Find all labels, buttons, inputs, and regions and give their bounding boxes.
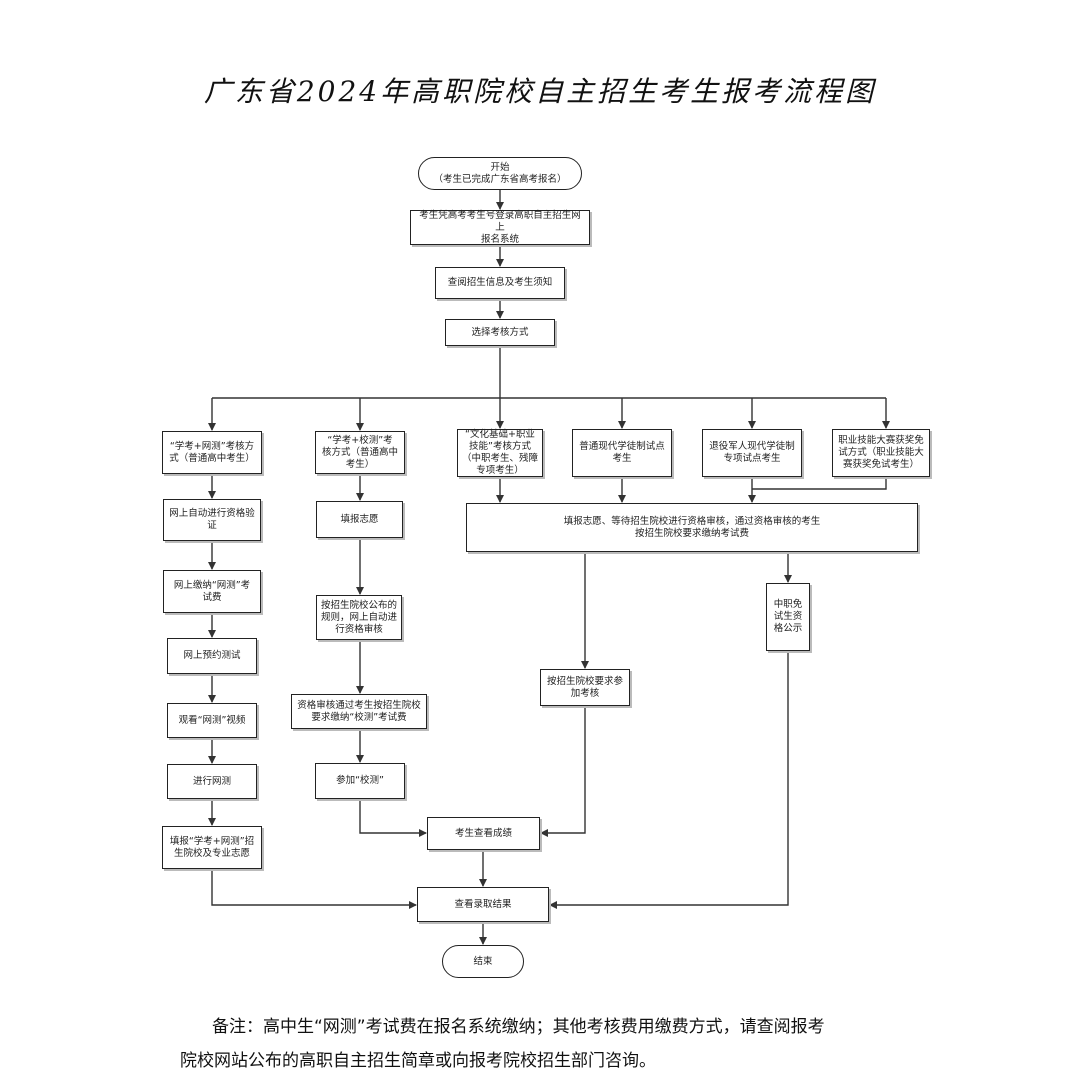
merge-fill-step: 填报志愿、等待招生院校进行资格审核，通过资格审核的考生 按招生院校要求缴纳考试费 [466,503,918,552]
branch1-video: 观看“网测”视频 [167,703,257,738]
choose-method-step: 选择考核方式 [445,319,555,346]
branch1-fill: 填报“学考+网测”招 生院校及专业志愿 [162,826,262,869]
check-score-step: 考生查看成绩 [427,817,540,850]
branch3-method: “文化基础+职业 技能”考核方式 （中职考生、残障 专项考生） [457,429,543,477]
footnote-line1: 备注：高中生“网测”考试费在报名系统缴纳；其他考核费用缴费方式，请查阅报考 [212,1017,825,1037]
branch2-review: 按招生院校公布的 规则，网上自动进 行资格审核 [316,595,402,640]
start-node: 开始 （考生已完成广东省高考报名） [418,157,582,190]
branch1-test: 进行网测 [167,764,257,799]
branch6-method: 职业技能大赛获奖免 试方式（职业技能大 赛获奖免试考生） [832,429,930,477]
branch1-pay: 网上缴纳“网测”考 试费 [163,570,261,613]
branch1-method: “学考+网测”考核方 式（普通高中考生） [162,431,262,474]
footnote-line2: 院校网站公布的高职自主招生简章或向报考院校招生部门咨询。 [180,1051,656,1071]
branch2-pay: 资格审核通过考生按招生院校 要求缴纳“校测”考试费 [291,694,427,729]
branch2-fill: 填报志愿 [316,501,403,538]
branch2-test: 参加“校测” [315,763,405,799]
branch3-exam: 按招生院校要求参 加考核 [540,669,630,706]
branch1-verify: 网上自动进行资格验 证 [163,499,261,541]
check-result-step: 查看录取结果 [417,887,549,922]
branch6-public: 中职免 试生资 格公示 [766,583,810,651]
branch5-method: 退役军人现代学徒制 专项试点考生 [702,429,802,477]
login-step: 考生凭高考考生号登录高职自主招生网上 报名系统 [410,210,590,245]
branch2-method: “学考+校测”考 核方式（普通高中 考生） [315,431,405,474]
branch1-book: 网上预约测试 [167,638,257,674]
end-node: 结束 [442,945,524,978]
page-title: 广东省2024年高职院校自主招生考生报考流程图 [203,75,877,108]
branch4-method: 普通现代学徒制试点 考生 [572,429,672,477]
read-info-step: 查阅招生信息及考生须知 [435,267,565,299]
